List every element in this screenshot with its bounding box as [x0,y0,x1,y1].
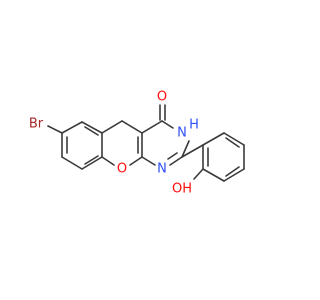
atom-labels: Br O O N N H OH [29,90,199,197]
bond [47,125,63,134]
bond [169,156,183,166]
bond [141,120,163,134]
bonds [47,104,245,182]
bond [181,144,204,158]
bond [161,120,174,129]
bond [84,126,99,136]
bond [223,132,245,146]
bond [101,120,123,134]
atom-h-nh: H [189,118,199,133]
bond [61,156,83,170]
bond [84,155,99,165]
bond [225,137,240,148]
molecule-structure: Br O O N N H OH [29,90,245,197]
atom-n-imine: N [157,162,167,177]
bond [167,152,178,160]
bond [81,156,103,170]
bond [81,121,103,134]
bond [101,156,115,166]
bond [193,168,204,180]
bond [61,121,83,134]
atom-n-h: N [177,126,187,141]
bond [202,132,225,146]
atom-br: Br [29,117,44,132]
atom-o-carbonyl: O [157,90,167,105]
bond [225,166,240,177]
bond [202,168,225,182]
bond [141,156,156,166]
atom-o-ring: O [117,162,127,177]
bond [223,168,245,182]
bond [121,120,143,134]
bond [181,140,190,158]
bond [129,156,143,166]
atom-oh: OH [172,182,192,197]
